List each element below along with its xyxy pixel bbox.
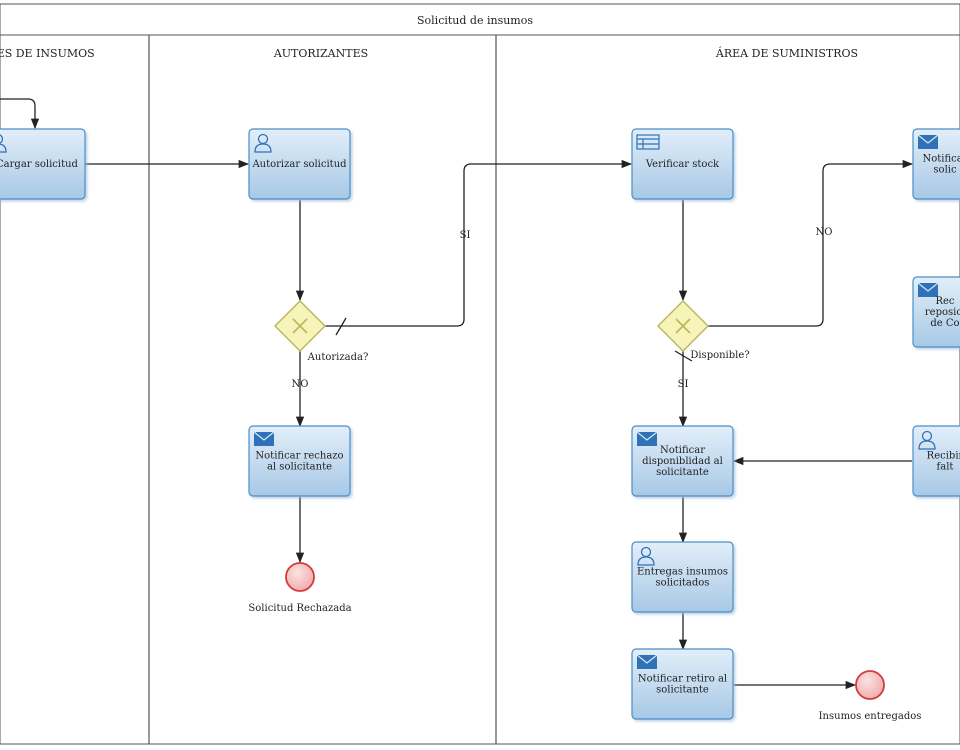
- flow-gateway-no-to-notificar: [708, 159, 914, 327]
- flow-label-autorizada-si: SI: [460, 230, 471, 241]
- task-label: Autorizar solicitud: [251, 159, 347, 170]
- flow-label-disponible-si: SI: [678, 379, 689, 390]
- task-label: Verificar stock: [645, 159, 720, 170]
- task-label: solic: [933, 165, 957, 176]
- task-cargar-solicitud[interactable]: Cargar solicitud: [0, 128, 86, 200]
- task-label: Cargar solicitud: [0, 159, 79, 170]
- flow-label-autorizada-no: NO: [292, 379, 309, 390]
- flow-start-to-cargar: [0, 98, 40, 130]
- task-label: falt: [937, 462, 954, 473]
- lane-header-solicitantes: TES DE INSUMOS: [0, 47, 95, 60]
- user-icon: [637, 546, 655, 566]
- lane-header-suministros: ÁREA DE SUMINISTROS: [715, 46, 858, 60]
- task-label: Notificar rechazo: [255, 451, 343, 462]
- flow-label-disponible-no: NO: [816, 227, 833, 238]
- default-flow-mark: [335, 317, 347, 336]
- task-label: de Co: [930, 318, 959, 329]
- task-label: disponiblidad al: [642, 456, 723, 467]
- envelope-icon: [253, 431, 275, 446]
- pool: Solicitud de insumos: [0, 3, 960, 745]
- task-autorizar-solicitud[interactable]: Autorizar solicitud: [248, 128, 351, 200]
- task-label: Rec: [935, 296, 954, 307]
- table-icon: [636, 134, 660, 150]
- pool-title: Solicitud de insumos: [417, 14, 533, 27]
- end-label-rechazada: Solicitud Rechazada: [248, 603, 351, 614]
- task-verificar-stock[interactable]: Verificar stock: [631, 128, 734, 200]
- exclusive-x-icon: [292, 318, 308, 334]
- default-flow-mark: [674, 350, 693, 362]
- task-label: solicitados: [656, 578, 710, 589]
- end-event-entregados[interactable]: [855, 670, 885, 700]
- user-icon: [254, 133, 272, 153]
- task-label: reposici: [925, 307, 960, 318]
- task-label: al solicitante: [267, 462, 332, 473]
- task-label: solicitante: [656, 685, 709, 696]
- envelope-icon: [917, 134, 939, 149]
- task-notificar-solicitud[interactable]: Notificarsolic: [912, 128, 960, 200]
- task-label: Notificar: [923, 154, 960, 165]
- envelope-icon: [636, 654, 658, 669]
- gateway-label-autorizada: Autorizada?: [307, 352, 369, 363]
- task-label: solicitante: [656, 467, 709, 478]
- task-label: Recibir: [927, 451, 960, 462]
- user-icon: [0, 134, 7, 153]
- user-icon: [918, 430, 936, 450]
- exclusive-x-icon: [675, 318, 691, 334]
- flow-gateway-si-to-verificar: [325, 159, 633, 327]
- gateway-autorizada[interactable]: [274, 300, 326, 352]
- task-label: Entregas insumos: [637, 567, 728, 578]
- lane-header-autorizantes: AUTORIZANTES: [273, 47, 368, 60]
- gateway-disponible[interactable]: [657, 300, 709, 352]
- task-recibir-reposicion[interactable]: Recreposicide Co: [912, 276, 960, 348]
- sequence-flows: [0, 98, 914, 690]
- envelope-icon: [636, 431, 658, 446]
- envelope-icon: [917, 282, 939, 297]
- task-label: Notificar retiro al: [638, 674, 727, 685]
- gateway-label-disponible: Disponible?: [690, 350, 749, 361]
- end-label-entregados: Insumos entregados: [819, 711, 922, 722]
- task-label: Notificar: [660, 445, 705, 456]
- end-event-rechazada[interactable]: [285, 562, 315, 592]
